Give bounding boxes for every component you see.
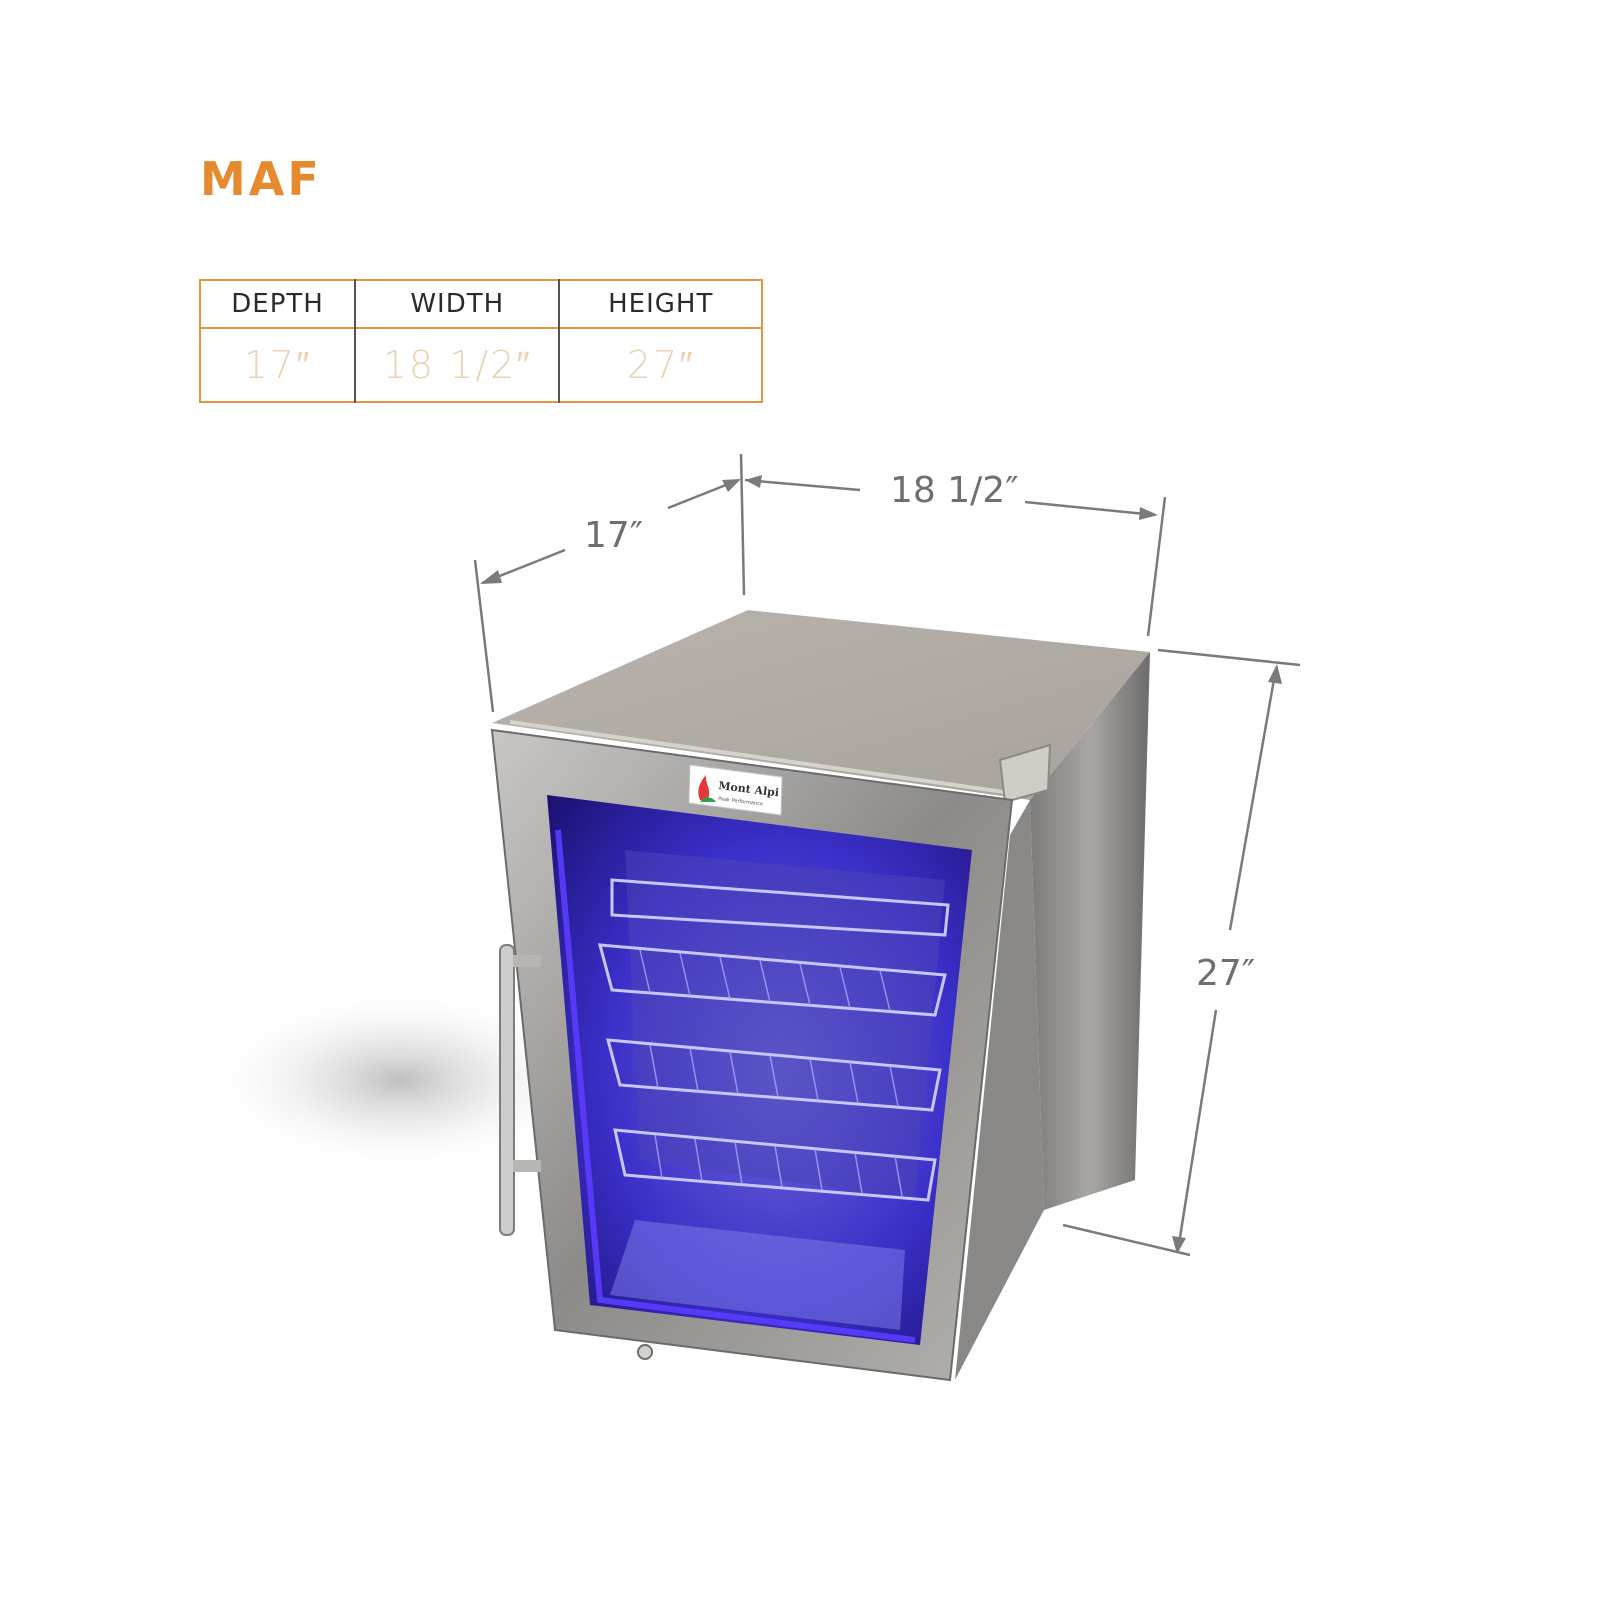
arrow-icon <box>722 479 741 492</box>
cabinet-edge <box>955 800 1044 1380</box>
shelf <box>597 943 947 1017</box>
shelf <box>613 1128 937 1202</box>
width-extension-line <box>1146 496 1167 637</box>
arrow-icon <box>1172 1236 1186 1254</box>
depth-dimension-label: 17″ <box>584 515 643 556</box>
depth-extension-line <box>739 453 746 596</box>
arrow-icon <box>480 570 502 584</box>
spec-table: DEPTH WIDTH HEIGHT 17″ 18 1/2″ 27″ <box>199 279 763 403</box>
flame-logo-icon <box>698 775 710 800</box>
shelf <box>610 878 950 937</box>
cabinet-side <box>1030 652 1150 1210</box>
hinge-icon <box>998 743 1052 804</box>
height-extension-line <box>1157 648 1301 667</box>
depth-dimension-line <box>667 479 737 510</box>
width-dimension-label: 18 1/2″ <box>890 470 1019 511</box>
lock-icon <box>637 1344 653 1360</box>
door-handle[interactable] <box>499 944 541 1236</box>
cabinet-top <box>492 610 1150 800</box>
height-dimension-line <box>1228 667 1278 931</box>
dimension-lines <box>473 453 1301 1257</box>
top-front-edge <box>509 720 1026 797</box>
led-strip <box>555 829 916 1343</box>
shelves <box>597 878 950 1202</box>
width-header: WIDTH <box>355 280 561 328</box>
arrow-icon <box>1268 664 1282 684</box>
depth-header: DEPTH <box>200 280 357 328</box>
arrow-icon <box>1139 507 1158 520</box>
depth-value: 17″ <box>200 328 357 402</box>
brand-tagline: Peak Performance <box>718 796 764 807</box>
height-value: 27″ <box>626 342 695 387</box>
dimension-arrows <box>480 475 1282 1254</box>
depth-extension-line <box>473 559 495 713</box>
spec-header-row: DEPTH WIDTH HEIGHT <box>200 280 762 328</box>
width-dimension-line <box>744 478 861 492</box>
width-dimension-line <box>1024 500 1156 517</box>
shelf-wires <box>639 949 903 1197</box>
width-value: 18 1/2″ <box>355 328 561 402</box>
interior-back <box>625 850 945 1200</box>
height-header: HEIGHT <box>608 289 714 319</box>
height-dimension-line <box>1176 1009 1218 1251</box>
height-dimension-label: 27″ <box>1196 953 1255 994</box>
model-title: MAF <box>200 152 322 206</box>
arrow-icon <box>745 475 762 488</box>
shelf <box>605 1038 942 1112</box>
interior-floor <box>610 1220 905 1330</box>
height-extension-line <box>1062 1223 1191 1257</box>
spec-value-row: 17″ 18 1/2″ 27″ <box>200 328 762 402</box>
brand-badge: Mont Alpi Peak Performance <box>688 764 783 816</box>
